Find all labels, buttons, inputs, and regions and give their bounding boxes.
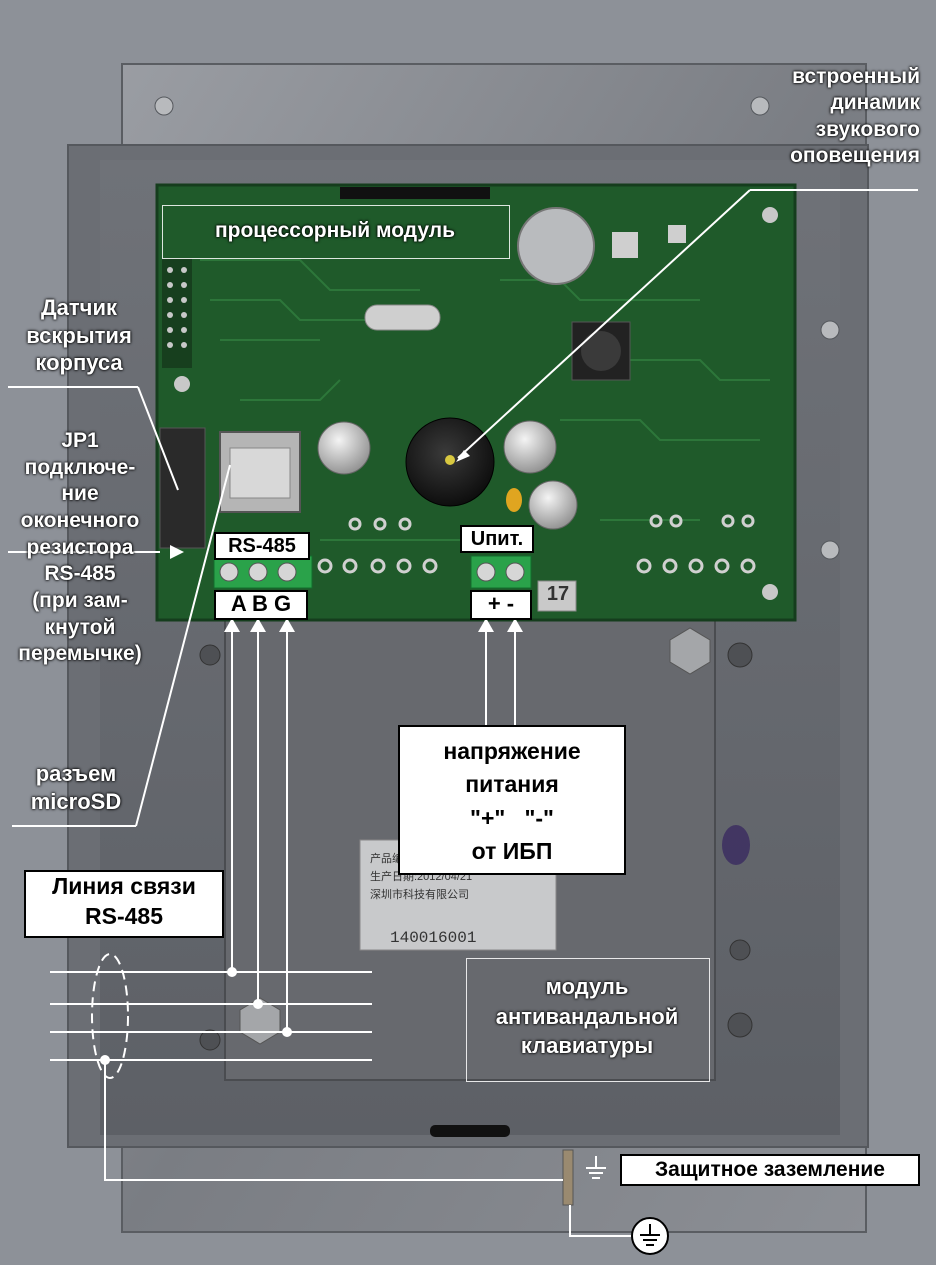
board-number: 17 (546, 583, 570, 605)
ground-label: Защитное заземление (620, 1154, 920, 1186)
power-supply-line-1: напряжение (443, 738, 581, 764)
speaker-line-3: звукового (815, 117, 920, 141)
speaker-line-2: динамик (830, 91, 920, 115)
tamper-line-2: вскрытия (26, 322, 132, 348)
tamper-line-3: корпуса (35, 350, 123, 375)
sticker-serial: 140016001 (390, 929, 476, 947)
processor-module-label: процессорный модуль (214, 219, 456, 242)
junction-dots (100, 967, 292, 1065)
microsd-line-1: разъем (35, 761, 117, 786)
callout-lines (8, 189, 918, 1237)
keypad-module-label: модуль антивандальной клавиатуры (466, 972, 708, 1061)
comm-line-line-2: RS-485 (85, 902, 163, 929)
speaker-line-4: оповещения (790, 143, 920, 167)
comm-line-line-1: Линия связи (52, 873, 196, 899)
microsd-line-2: microSD (30, 788, 122, 814)
processor-module-box (162, 205, 510, 259)
jp1-line-9: перемычке) (18, 642, 142, 666)
power-supply-line-2: питания (465, 771, 559, 798)
arrowheads (170, 450, 523, 632)
microsd-label: разъем microSD (6, 760, 146, 815)
speaker-label: встроенный динамик звукового оповещения (690, 64, 920, 169)
comm-line-box: Линия связи RS-485 (24, 870, 224, 938)
sticker-line-3: 深圳市科技有限公司 (370, 887, 469, 901)
cable-shield (91, 953, 129, 1079)
power-supply-line-3: "+" "-" (470, 804, 554, 831)
jp1-line-5: резистора (26, 535, 134, 559)
keypad-module-box (466, 958, 710, 1082)
jp1-line-8: кнутой (44, 615, 116, 639)
rs485-terminals: A B G (214, 590, 308, 620)
keypad-line-2: антивандальной (495, 1003, 679, 1029)
jp1-label: JP1 подключе- ние оконечного резистора R… (2, 428, 158, 668)
power-terminals: + - (470, 590, 532, 620)
power-supply-line-4: от ИБП (471, 838, 553, 865)
tamper-switch (159, 427, 206, 549)
jp1-line-4: оконечного (20, 508, 140, 532)
tamper-line-1: Датчик (41, 295, 117, 320)
keypad-line-3: клавиатуры (520, 1033, 654, 1059)
jp1-line-7: (при зам- (32, 588, 128, 612)
ground-symbol-top (586, 1156, 606, 1179)
jp1-line-6: RS-485 (44, 562, 116, 586)
jp1-line-2: подключе- (24, 455, 136, 479)
jp1-line-1: JP1 (61, 429, 99, 452)
power-supply-box: напряжение питания "+" "-" от ИБП (398, 725, 626, 875)
power-header: Uпит. (460, 525, 534, 553)
protective-earth-icon (631, 1217, 669, 1255)
speaker-line-1: встроенный (792, 65, 920, 88)
keypad-line-1: модуль (545, 974, 629, 999)
jp1-line-3: ние (61, 482, 99, 506)
tamper-label: Датчик вскрытия корпуса (4, 294, 154, 377)
rs485-header: RS-485 (214, 532, 310, 560)
